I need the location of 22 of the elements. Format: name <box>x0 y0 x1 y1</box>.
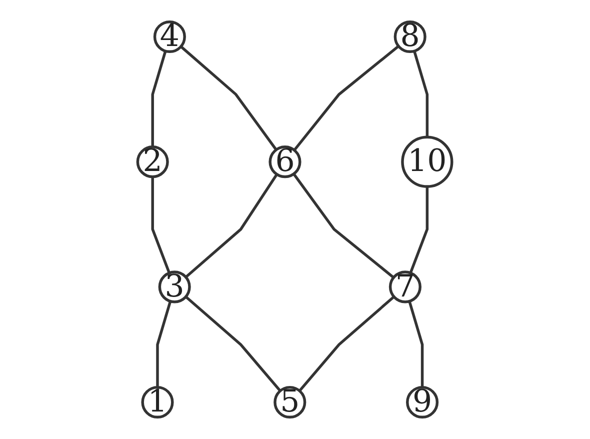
connector <box>293 45 400 152</box>
node-circle: 3 <box>158 270 192 304</box>
node-circle: 5 <box>274 386 306 419</box>
connector <box>151 176 171 274</box>
node-circle: 9 <box>406 386 439 419</box>
node-circle: 1 <box>141 386 174 419</box>
node-circle: 10 <box>401 136 454 188</box>
node-circle: 2 <box>136 146 170 178</box>
connector <box>185 174 278 278</box>
connector <box>185 296 282 392</box>
node-circle: 6 <box>268 146 302 178</box>
node-circle: 8 <box>394 20 427 54</box>
connector <box>151 50 167 147</box>
connector <box>408 300 424 388</box>
node-circle: 7 <box>389 270 422 304</box>
connector <box>409 186 429 274</box>
node-circle: 4 <box>154 20 186 54</box>
connector <box>180 46 278 151</box>
connector <box>292 173 395 279</box>
connector <box>413 50 429 138</box>
connector <box>156 300 172 388</box>
connector <box>298 296 396 392</box>
